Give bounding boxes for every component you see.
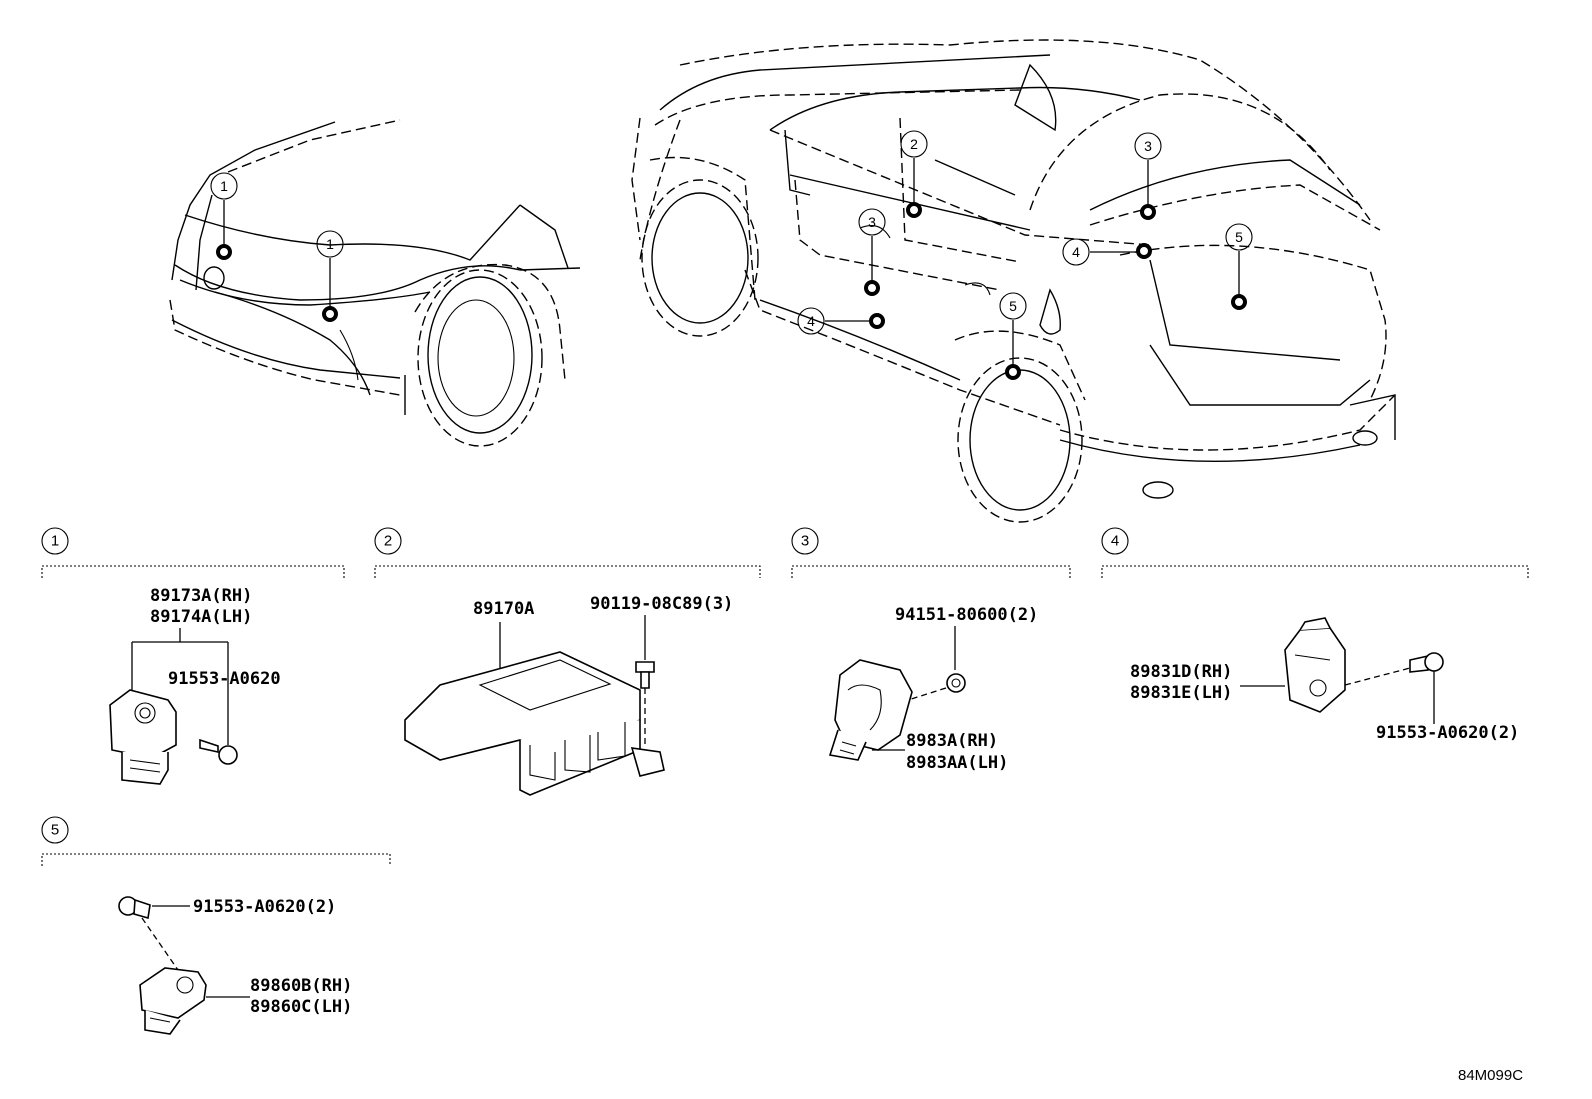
callout-1-front-center: 1 <box>326 236 334 252</box>
callout-4-left: 4 <box>807 313 815 329</box>
part-91553-A0620-s4: 91553-A0620(2) <box>1376 723 1519 743</box>
nut-3 <box>907 673 966 701</box>
callout-group-rear: 2 3 3 4 4 5 5 <box>797 130 1253 380</box>
part-89170A: 89170A <box>473 599 534 619</box>
part-8983A: 8983A(RH) <box>906 731 998 751</box>
callout-5-right: 5 <box>1235 229 1243 245</box>
section-3-number: 3 <box>801 533 809 550</box>
part-89174A: 89174A(LH) <box>150 607 252 627</box>
front-impact-sensor-1 <box>109 689 177 785</box>
sensor-location-marker <box>216 244 232 260</box>
rear-impact-sensor-4 <box>1284 617 1346 713</box>
callout-3-left: 3 <box>868 214 876 230</box>
section-1-number: 1 <box>51 533 59 550</box>
part-90119-08C89: 90119-08C89(3) <box>590 594 733 614</box>
callout-3-right: 3 <box>1144 138 1152 154</box>
section-2-number: 2 <box>384 533 392 550</box>
airbag-control-module <box>404 651 665 796</box>
section-5-bracket <box>41 853 391 866</box>
section-4-number: 4 <box>1111 533 1119 550</box>
callout-circle <box>316 230 344 258</box>
part-89860C: 89860C(LH) <box>250 997 352 1017</box>
bolt-4 <box>1409 652 1444 673</box>
callout-1-front-left: 1 <box>220 178 228 194</box>
part-89831D: 89831D(RH) <box>1130 662 1232 682</box>
part-89173A: 89173A(RH) <box>150 586 252 606</box>
bolt-1 <box>199 738 238 765</box>
part-8983AA: 8983AA(LH) <box>906 753 1008 773</box>
callout-group-front: 1 1 <box>210 172 344 322</box>
section-1-circle <box>41 527 69 555</box>
rear-vehicle-illustration <box>631 39 1396 523</box>
part-91553-A0620-s1: 91553-A0620 <box>168 669 281 689</box>
diagram-code: 84M099C <box>1458 1067 1523 1084</box>
section-5: 5 91553-A0620(2) 89860B(RH) 89860C(LH) <box>41 816 391 1035</box>
part-91553-A0620-s5: 91553-A0620(2) <box>193 897 336 917</box>
part-89831E: 89831E(LH) <box>1130 683 1232 703</box>
section-5-number: 5 <box>51 822 59 839</box>
side-impact-sensor-3 <box>828 659 913 761</box>
callout-5-left: 5 <box>1009 298 1017 314</box>
section-1: 1 89173A(RH) 89174A(LH) 91553-A0620 <box>41 527 345 785</box>
part-89860B: 89860B(RH) <box>250 976 352 996</box>
section-2-bracket <box>374 565 761 578</box>
section-3: 3 94151-80600(2) 8983A(RH) 8983AA(LH) <box>791 527 1071 773</box>
section-4: 4 89831D(RH) 89831E(LH) 91553-A0620(2) <box>1101 527 1529 743</box>
sensor-location-marker <box>322 306 338 322</box>
bolt-5 <box>118 896 179 971</box>
section-2: 2 89170A 90119-08C89(3) <box>374 527 761 796</box>
section-3-bracket <box>791 565 1071 578</box>
front-vehicle-illustration <box>169 119 581 447</box>
bolt-2 <box>635 661 655 745</box>
callout-2: 2 <box>910 136 918 152</box>
side-impact-sensor-5 <box>139 967 207 1035</box>
part-94151-80600: 94151-80600(2) <box>895 605 1038 625</box>
callout-circle <box>210 172 238 200</box>
callout-4-right: 4 <box>1072 244 1080 260</box>
section-1-bracket <box>41 565 345 578</box>
section-4-bracket <box>1101 565 1529 578</box>
